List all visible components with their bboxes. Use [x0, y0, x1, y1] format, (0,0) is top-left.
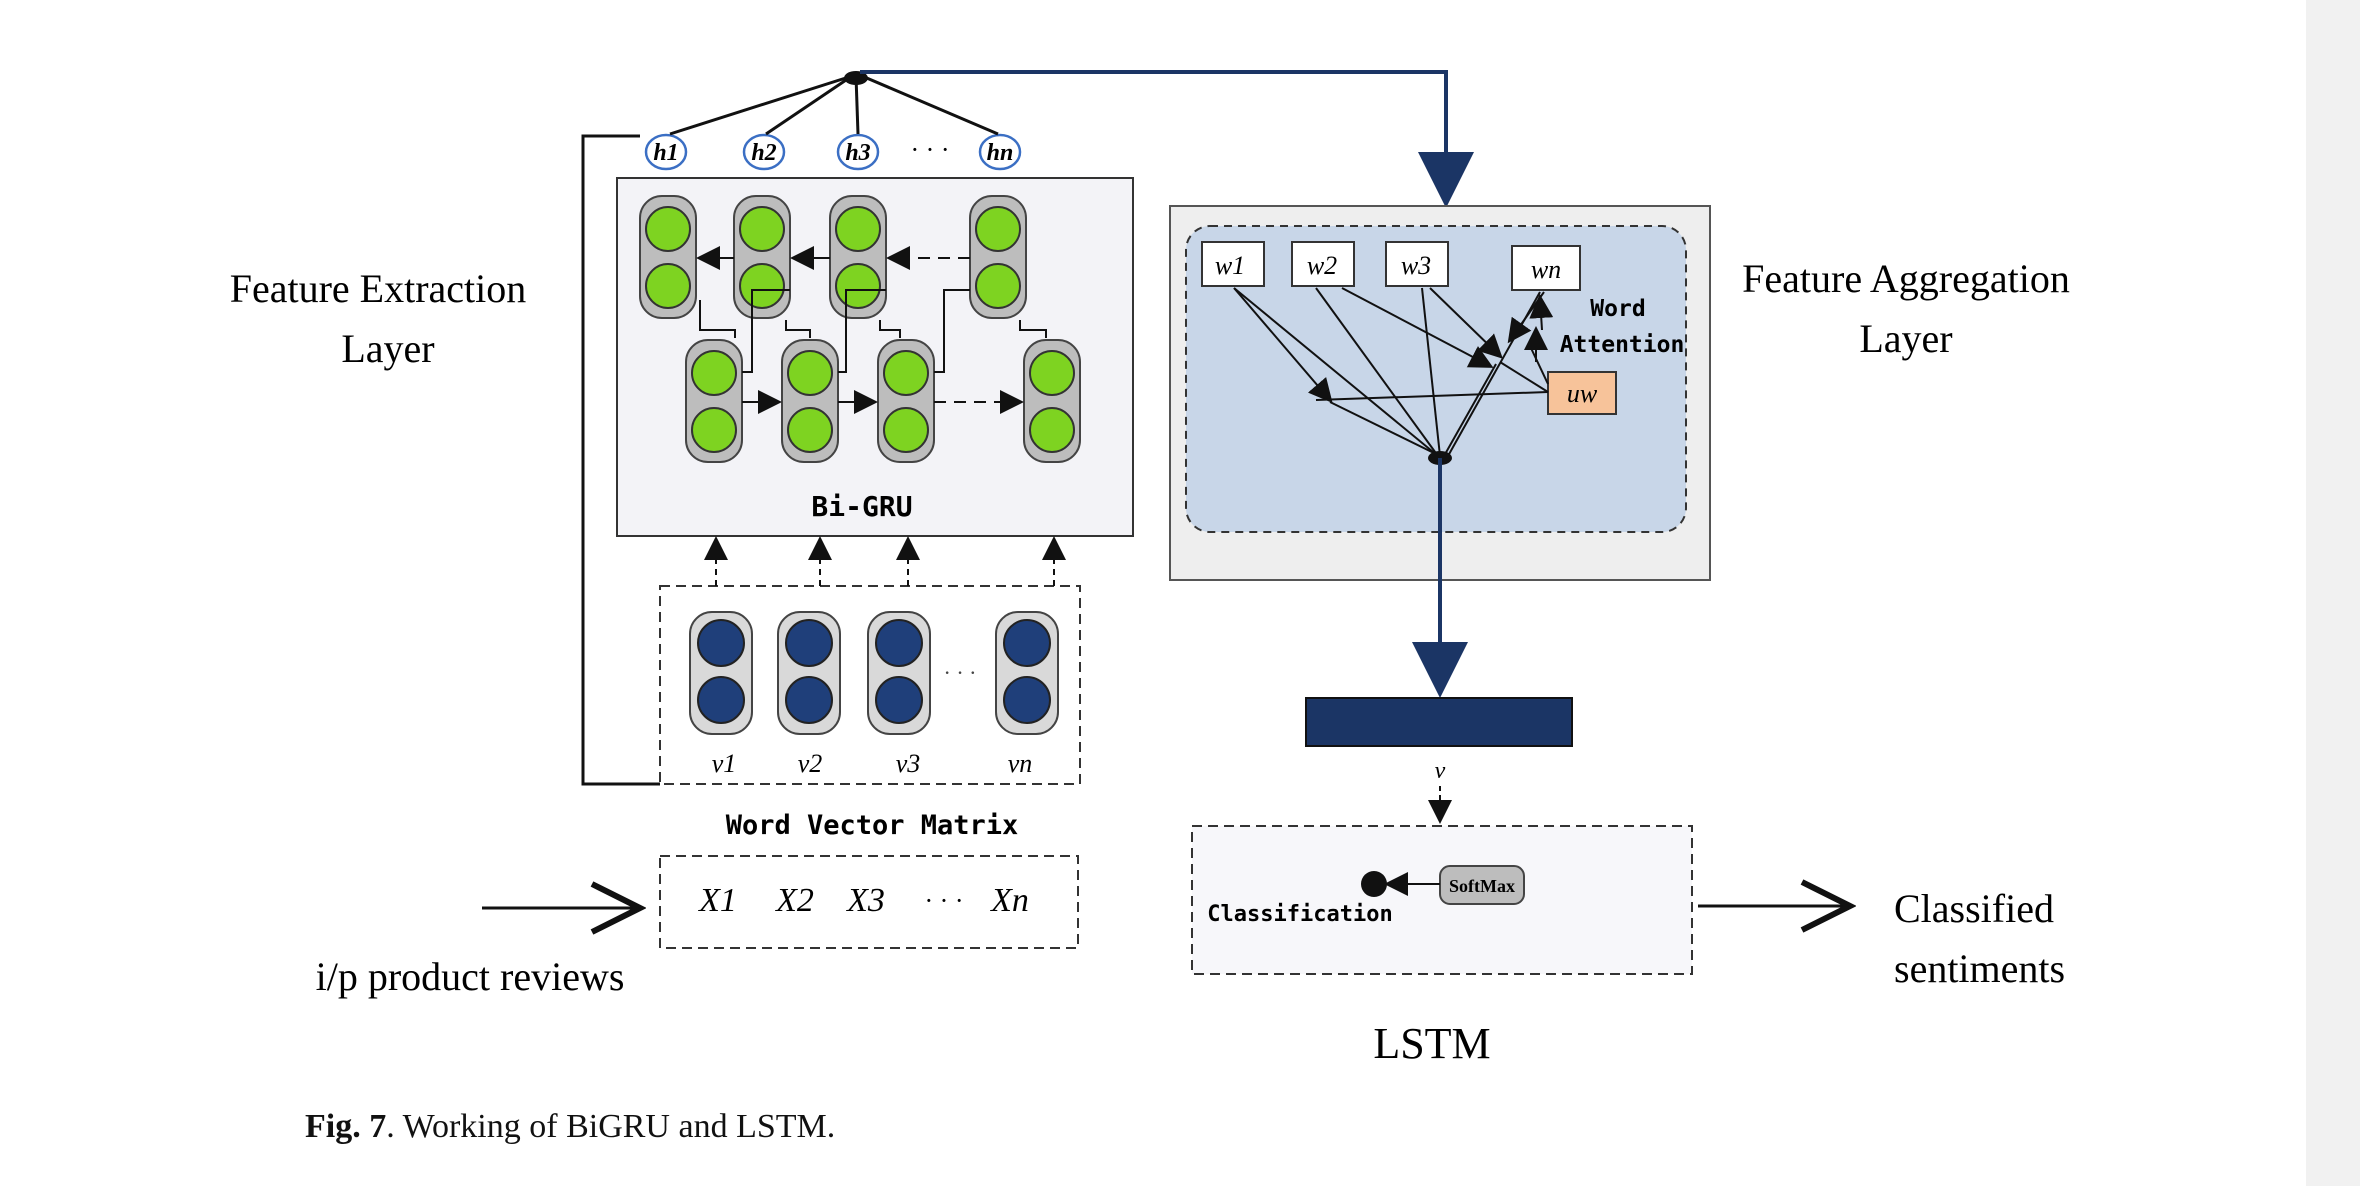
svg-text:· · ·: · · · — [944, 660, 977, 685]
input-ellipsis: · · · — [925, 886, 964, 915]
word-attention-label: Word — [1590, 296, 1645, 322]
word-vector-arrows — [704, 536, 1066, 586]
classification-label: Classification — [1207, 902, 1392, 927]
attention-words — [1201, 241, 1581, 291]
output-label: Classified — [1894, 886, 2054, 931]
word-vector-cells: · · · — [689, 611, 1059, 735]
attention-box — [1185, 225, 1687, 533]
softmax-label: SoftMax — [1449, 876, 1515, 896]
input-token: X2 — [774, 882, 814, 919]
input-token: X3 — [845, 882, 885, 919]
hidden-state-label: h3 — [845, 140, 870, 166]
word-vector-label: vn — [1008, 749, 1033, 778]
feature-extraction-title-2: Layer — [341, 326, 434, 371]
attention-word: w1 — [1215, 251, 1245, 280]
sentence-vector-label: v — [1435, 758, 1446, 784]
classification-node — [1361, 871, 1387, 897]
hidden-state-1 — [644, 133, 688, 171]
word-attention-label-2: Attention — [1560, 332, 1685, 358]
word-vector-label: v1 — [712, 749, 737, 778]
hidden-state-label: hn — [987, 140, 1014, 166]
caption-text: . Working of BiGRU and LSTM. — [386, 1108, 836, 1145]
bigru-label: Bi-GRU — [811, 490, 912, 523]
hidden-state-3 — [836, 133, 880, 171]
scrollbar[interactable] — [2306, 0, 2360, 1186]
caption-label: Fig. 7 — [305, 1108, 387, 1145]
input-caption: i/p product reviews — [316, 954, 625, 999]
word-vector-label: v2 — [798, 749, 823, 778]
hidden-state-2 — [742, 133, 786, 171]
bigru-connections — [696, 246, 1047, 414]
feedback-arrow — [860, 70, 1474, 208]
feature-aggregation-title-2: Layer — [1859, 316, 1952, 361]
lstm-label: LSTM — [1373, 1019, 1490, 1068]
output-label-2: sentiments — [1894, 946, 2065, 991]
apex-node — [844, 71, 868, 85]
word-vector-matrix-label: Word Vector Matrix — [726, 810, 1019, 841]
hidden-states: h1 h2 h3 · · · hn — [644, 133, 1022, 171]
hidden-state-label: h2 — [751, 140, 776, 166]
hidden-state-label: h1 — [653, 140, 678, 166]
context-vector-label: uw — [1567, 379, 1598, 408]
sentence-vector-bar — [1305, 697, 1573, 747]
attention-word: wn — [1531, 255, 1561, 284]
bigru-top-row — [639, 195, 1027, 319]
attention-lines — [1233, 287, 1554, 457]
attention-word: w3 — [1401, 251, 1431, 280]
attention-input-lines — [669, 74, 999, 136]
input-box — [659, 855, 1079, 949]
bigru-bottom-row — [685, 339, 1081, 463]
figure-caption: Fig. 7. Working of BiGRU and LSTM. — [305, 1108, 835, 1146]
hidden-state-n — [978, 133, 1022, 171]
figure-diagram: Feature Extraction Layer h1 h2 h3 · · · … — [229, 70, 2070, 1068]
feature-extraction-title: Feature Extraction — [230, 266, 527, 311]
input-token: X1 — [697, 882, 737, 919]
hidden-ellipsis: · · · — [911, 135, 950, 164]
input-token: Xn — [989, 882, 1029, 919]
feature-aggregation-title: Feature Aggregation — [1742, 256, 2070, 301]
word-vector-label: v3 — [896, 749, 921, 778]
attention-word: w2 — [1307, 251, 1337, 280]
bracket-line — [581, 134, 660, 786]
